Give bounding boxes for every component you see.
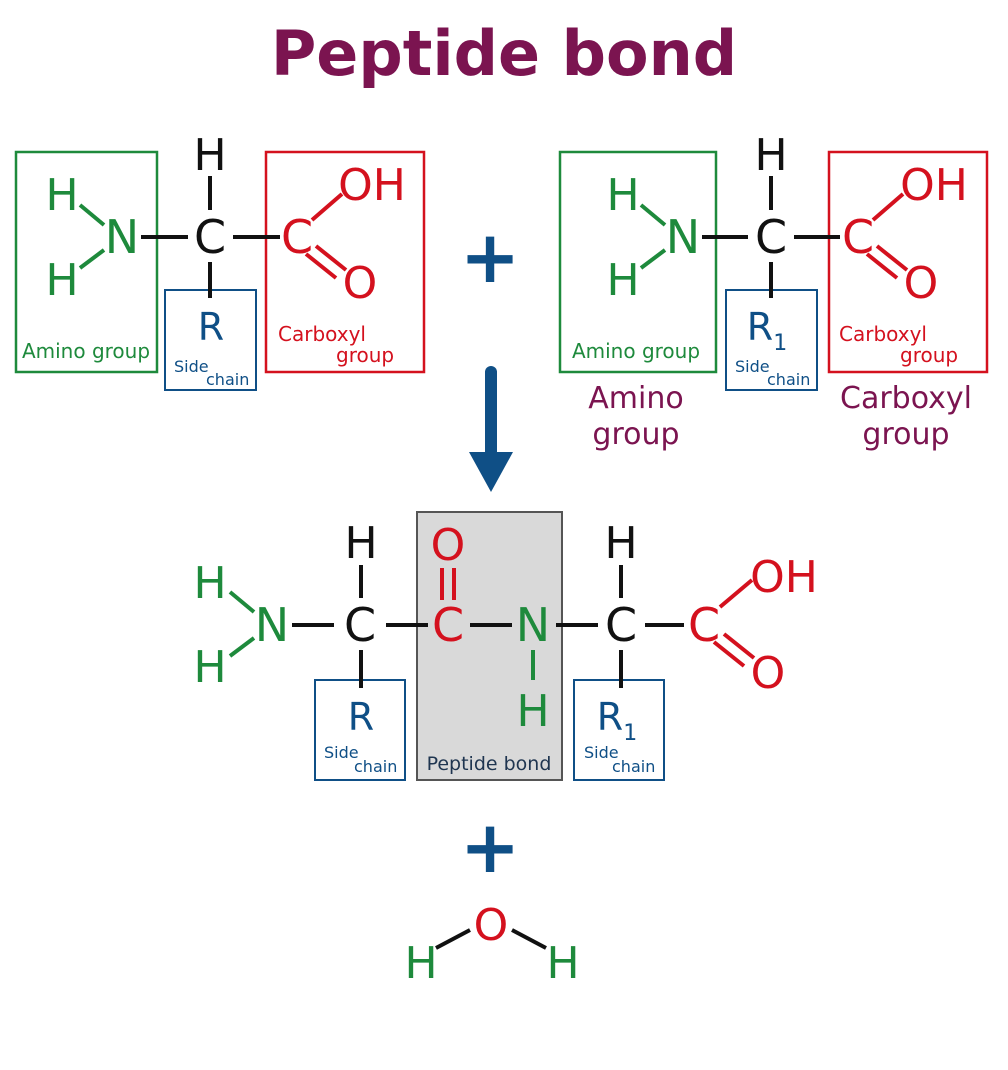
side-label: Side — [324, 743, 359, 762]
amino-group-label: Amino group — [572, 339, 700, 363]
side-label: Side — [735, 357, 770, 376]
atom-r: R — [348, 695, 374, 739]
atom-c-carboxyl: C — [688, 598, 720, 652]
bond-c-oh — [871, 192, 905, 222]
atom-c-alpha: C — [755, 210, 787, 264]
bond-h-n-top — [228, 590, 256, 614]
atom-h: H — [604, 518, 637, 569]
atom-c-alpha: C — [194, 210, 226, 264]
chain-label: chain — [612, 757, 655, 776]
atom-oh: OH — [900, 160, 968, 211]
atom-h: H — [606, 255, 639, 306]
chain-label: chain — [767, 370, 810, 389]
r1-base: R — [747, 305, 773, 349]
r1-subscript: 1 — [773, 331, 787, 356]
atom-h: H — [45, 255, 78, 306]
atom-r: R — [198, 305, 224, 349]
dipeptide-product: H H N H C O C N H H C C OH O R R1 Side c… — [193, 511, 818, 781]
group-label: group — [900, 343, 958, 367]
amino-group-label: Amino group — [22, 339, 150, 363]
atom-h: H — [546, 938, 579, 989]
atom-c-carboxyl: C — [842, 210, 874, 264]
r1-base: R — [597, 695, 623, 739]
bond-h-n-top — [78, 203, 106, 227]
carboxyl-group-box — [827, 150, 989, 374]
atom-c-carboxyl: C — [281, 210, 313, 264]
down-arrow-icon — [469, 366, 513, 492]
atom-h: H — [45, 170, 78, 221]
side-label: Side — [174, 357, 209, 376]
atom-h: H — [344, 518, 377, 569]
water-molecule: O H H — [404, 900, 579, 989]
atom-h: H — [404, 938, 437, 989]
chain-label: chain — [354, 757, 397, 776]
atom-h: H — [193, 642, 226, 693]
side-label: Side — [584, 743, 619, 762]
amino-callout-line2: group — [592, 417, 679, 452]
atom-oh: OH — [338, 160, 406, 211]
group-label: group — [336, 343, 394, 367]
bond-h-n-bottom — [78, 248, 106, 270]
bond-c-o-a — [304, 252, 338, 280]
amino-group-box — [558, 150, 718, 374]
amino-group-box — [14, 150, 159, 374]
atom-o: O — [474, 900, 509, 951]
carboxyl-callout-line2: group — [862, 417, 949, 452]
atom-h: H — [193, 130, 226, 181]
carboxyl-group-box — [264, 150, 426, 374]
atom-o: O — [904, 258, 939, 309]
atom-o: O — [751, 648, 786, 699]
atom-c-carbonyl: C — [432, 598, 464, 652]
bond-c-o-b — [875, 244, 909, 272]
atom-n: N — [105, 210, 139, 264]
atom-h: H — [606, 170, 639, 221]
plus-sign: + — [460, 805, 520, 889]
bond-h-n-bottom — [639, 248, 667, 270]
bond-o-h — [511, 928, 547, 950]
chain-label: chain — [206, 370, 249, 389]
bond-c-o-a — [865, 252, 899, 280]
bond-c-oh — [310, 192, 344, 222]
bond-h-n-bottom — [228, 636, 256, 658]
bond-c-oh — [718, 578, 754, 609]
peptide-bond-label: Peptide bond — [427, 753, 552, 775]
atom-h: H — [754, 130, 787, 181]
amino-acid-right: H H N H C C OH O R1 Amino group Side cha… — [558, 130, 989, 452]
bond-h-n-top — [639, 203, 667, 227]
amino-callout-line1: Amino — [588, 381, 683, 416]
bond-h-o — [435, 928, 471, 950]
plus-sign: + — [460, 215, 520, 299]
atom-n: N — [255, 598, 289, 652]
atom-o: O — [431, 520, 466, 571]
bond-c-o-a — [712, 640, 746, 668]
r1-subscript: 1 — [623, 721, 637, 746]
atom-n-amide: N — [516, 598, 550, 652]
atom-oh: OH — [750, 552, 818, 603]
peptide-bond-highlight-box — [416, 511, 563, 781]
atom-h: H — [516, 686, 549, 737]
bond-c-o-b — [722, 632, 756, 660]
atom-h: H — [193, 558, 226, 609]
carboxyl-callout-line1: Carboxyl — [840, 381, 972, 416]
atom-c-alpha: C — [344, 598, 376, 652]
atom-c-alpha: C — [605, 598, 637, 652]
atom-o: O — [343, 258, 378, 309]
bond-c-o-b — [314, 244, 348, 272]
atom-n: N — [666, 210, 700, 264]
carboxyl-label: Carboxyl — [278, 322, 366, 346]
carboxyl-label: Carboxyl — [839, 322, 927, 346]
atom-r1: R1 — [597, 695, 637, 746]
amino-acid-left: H H N H C C OH O R Amino group Side chai… — [14, 130, 426, 391]
page-title: Peptide bond — [271, 17, 737, 90]
atom-r1: R1 — [747, 305, 787, 356]
